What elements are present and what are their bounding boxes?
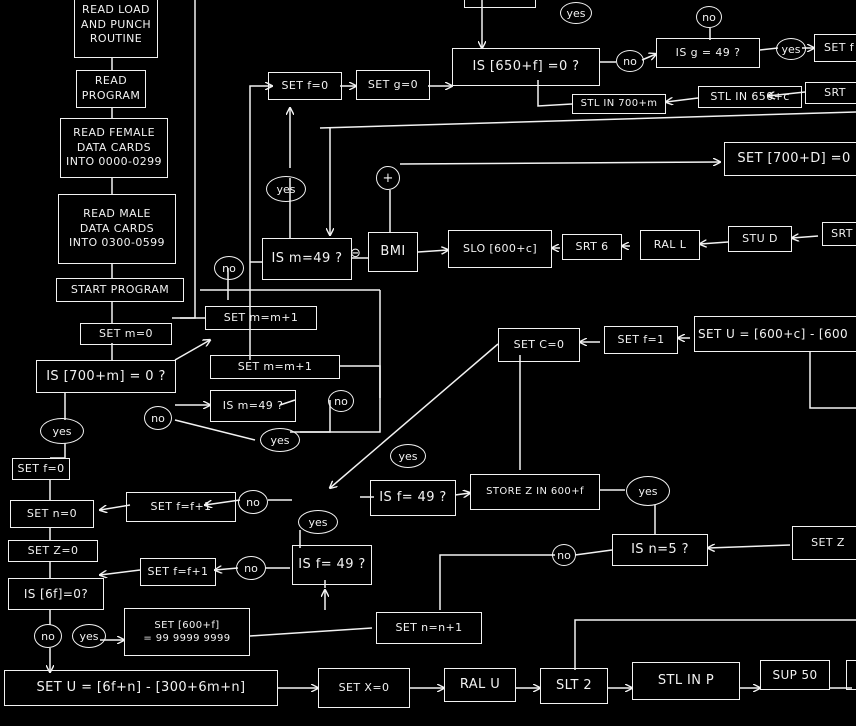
rall-box: RAL L	[640, 230, 700, 260]
set-x0-box: SET X=0	[318, 668, 410, 708]
read-load-box: READ LOAD AND PUNCH ROUTINE	[74, 0, 158, 58]
srt-top-right-box: SRT	[805, 82, 856, 104]
set-mm1-a-box: SET m=m+1	[205, 306, 317, 330]
no-oval: no	[144, 406, 172, 430]
stl-650c-box: STL IN 650+c	[698, 86, 802, 108]
yes-oval: yes	[390, 444, 426, 468]
no-oval: no	[552, 544, 576, 566]
slo-600c-box: SLO [600+c]	[448, 230, 552, 268]
is-n5-box: IS n=5 ?	[612, 534, 708, 566]
set-nn1-box: SET n=n+1	[376, 612, 482, 644]
start-program-box: START PROGRAM	[56, 278, 184, 302]
set-700d-box: SET [700+D] =0	[724, 142, 856, 176]
no-oval: no	[238, 490, 268, 514]
yes-oval: yes	[266, 176, 306, 202]
set-f-right-box: SET f	[814, 34, 856, 62]
stl-700m-box: STL IN 700+m	[572, 94, 666, 114]
sup50-box: SUP 50	[760, 660, 830, 690]
set-g0-box: SET g=0	[356, 70, 430, 100]
yes-oval: yes	[298, 510, 338, 534]
ral-u-box: RAL U	[444, 668, 516, 702]
srt6-box: SRT 6	[562, 234, 622, 260]
set-n0-box: SET n=0	[10, 500, 94, 528]
read-male-box: READ MALE DATA CARDS INTO 0300-0599	[58, 194, 176, 264]
is-f49-upper-box: IS f= 49 ?	[370, 480, 456, 516]
read-female-box: READ FEMALE DATA CARDS INTO 0000-0299	[60, 118, 168, 178]
offscreen-top-box	[464, 0, 536, 8]
stud-box: STU D	[728, 226, 792, 252]
plus-sign: +	[376, 166, 400, 190]
slt2-box: SLT 2	[540, 668, 608, 704]
minus-sign: ⊖	[350, 246, 361, 261]
bmi-box: BMI	[368, 232, 418, 272]
set-z0-box: SET Z=0	[8, 540, 98, 562]
set-f0-left-box: SET f=0	[12, 458, 70, 480]
yes-oval: yes	[560, 2, 592, 24]
is-m49-big-box: IS m=49 ?	[262, 238, 352, 280]
set-u-600-box: SET U = [600+c] - [600	[694, 316, 856, 352]
yes-oval: yes	[40, 418, 84, 444]
set-f1-box: SET f=1	[604, 326, 678, 354]
is-6f-box: IS [6f]=0?	[8, 578, 104, 610]
set-ff1-a-box: SET f=f+1	[126, 492, 236, 522]
no-oval: no	[696, 6, 722, 28]
yes-oval: yes	[626, 476, 670, 506]
store-z-box: STORE Z IN 600+f	[470, 474, 600, 510]
read-program-box: READ PROGRAM	[76, 70, 146, 108]
set-f0-top-box: SET f=0	[268, 72, 342, 100]
srt-mid-right-box: SRT	[822, 222, 856, 246]
is-f49-lower-box: IS f= 49 ?	[292, 545, 372, 585]
set-u-bottom-box: SET U = [6f+n] - [300+6m+n]	[4, 670, 278, 706]
no-oval: no	[34, 624, 62, 648]
set-ff1-b-box: SET f=f+1	[140, 558, 216, 586]
stl-p-box: STL IN P	[632, 662, 740, 700]
is-700m-box: IS [700+m] = 0 ?	[36, 360, 176, 393]
offscreen-box	[846, 660, 856, 690]
yes-oval: yes	[776, 38, 806, 60]
set-m0-box: SET m=0	[80, 323, 172, 345]
no-oval: no	[236, 556, 266, 580]
set-mm1-b-box: SET m=m+1	[210, 355, 340, 379]
is-650f-box: IS [650+f] =0 ?	[452, 48, 600, 86]
no-oval: no	[616, 50, 644, 72]
yes-oval: yes	[72, 624, 106, 648]
set-c0-box: SET C=0	[498, 328, 580, 362]
is-m49-small-box: IS m=49 ?	[210, 390, 296, 422]
set-z-right-box: SET Z	[792, 526, 856, 560]
is-g49-box: IS g = 49 ?	[656, 38, 760, 68]
no-oval: no	[328, 390, 354, 412]
no-oval: no	[214, 256, 244, 280]
yes-oval: yes	[260, 428, 300, 452]
set-600f-box: SET [600+f] = 99 9999 9999	[124, 608, 250, 656]
